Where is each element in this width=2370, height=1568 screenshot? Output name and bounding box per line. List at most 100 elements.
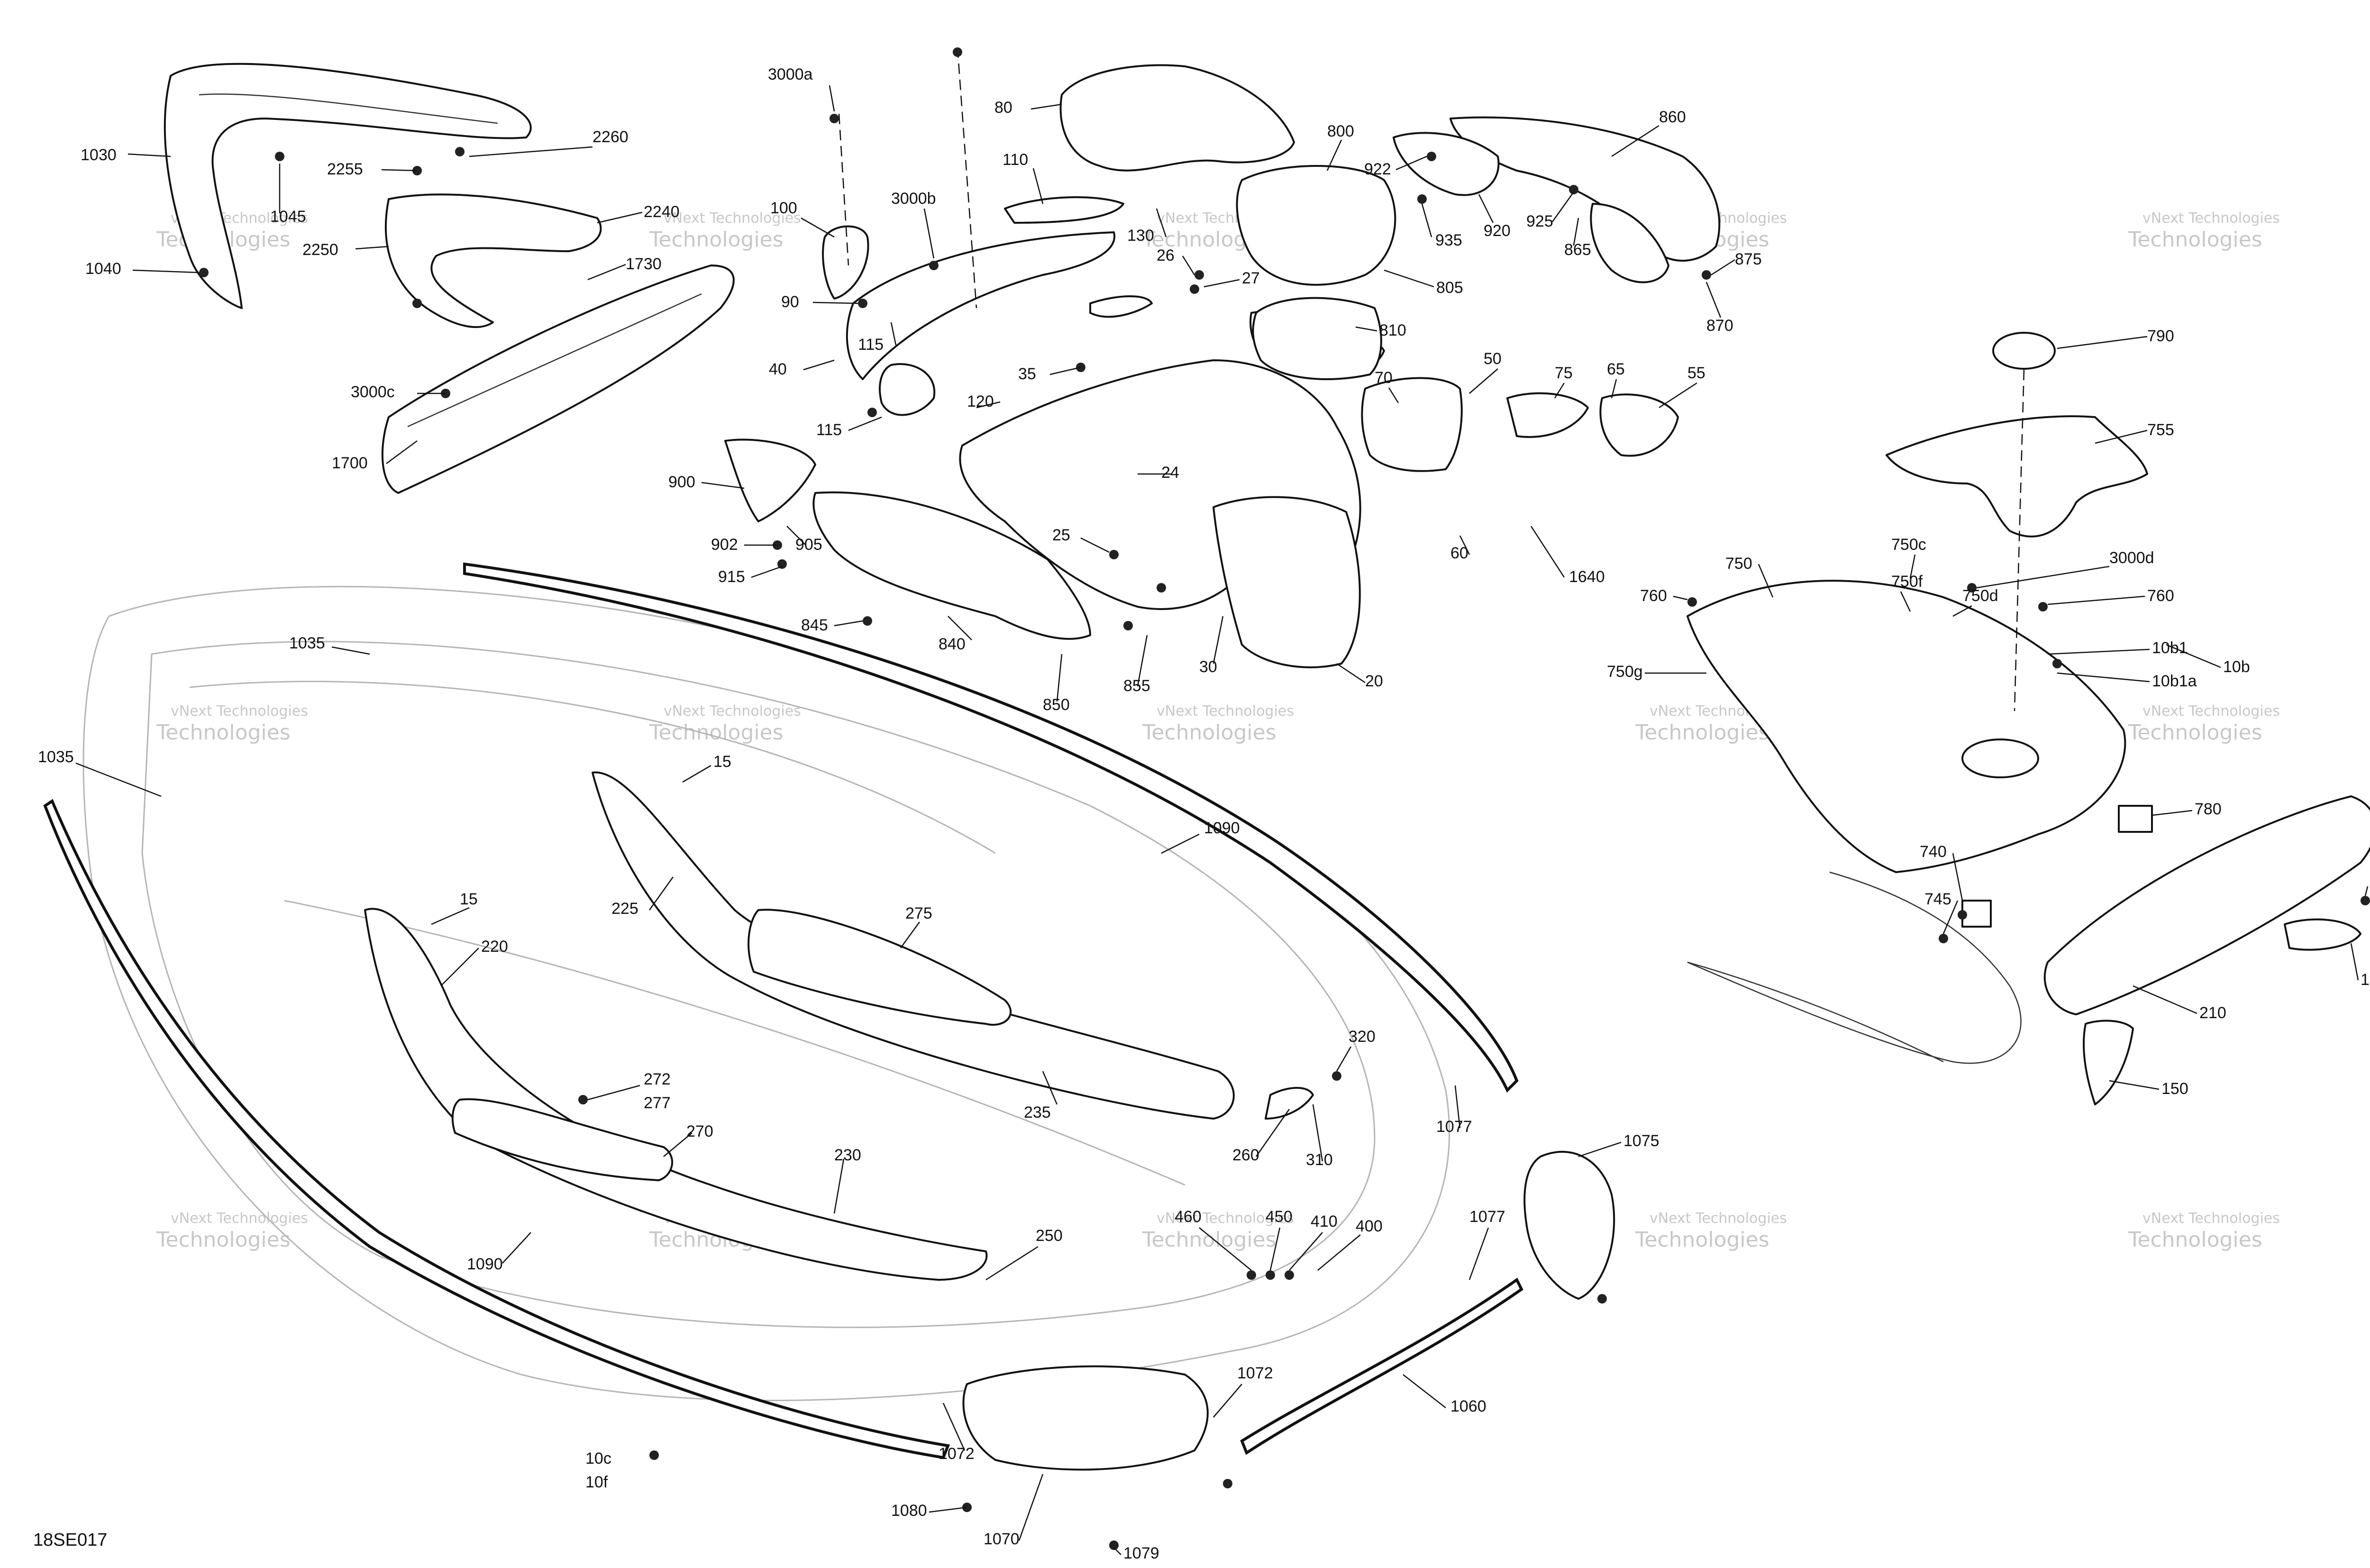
watermark-text: vNext Technologies [1157,703,1294,720]
watermark-text: Technologies [156,1228,291,1252]
callout-label: 760 [1640,587,1667,605]
callout-label: 1077 [1436,1118,1472,1136]
callout-label: 1070 [984,1530,1020,1548]
watermark-text: vNext Technologies [2142,210,2280,227]
callout-label: 1080 [891,1502,927,1520]
callout-label: 10c [585,1449,611,1468]
callout-label: 320 [1349,1028,1376,1046]
callout-label: 740 [1920,843,1947,861]
deck-pads [364,771,1615,1471]
callout-label: 15 [460,890,478,908]
callout-label: 3000b [891,190,936,208]
callout-label: 865 [1564,241,1591,259]
callout-label: 790 [2147,327,2174,345]
callout-label: 3000c [351,383,395,401]
callout-label: 860 [1659,108,1686,126]
callout-label: 90 [781,293,799,311]
callout-label: 922 [1364,160,1391,178]
callout-label: 275 [905,904,932,922]
callout-label: 35 [1018,365,1036,383]
callout-label: 850 [1043,696,1070,714]
callout-label: 750d [1962,587,1998,605]
callout-label: 27 [1242,269,1260,287]
callout-label: 2250 [302,241,338,259]
front-cover-group [164,63,735,494]
callout-label: 40 [769,360,787,378]
callout-label: 3000a [768,65,813,83]
callout-label: 845 [801,616,828,634]
callout-label: 745 [1924,890,1951,908]
callout-label: 1090 [1204,819,1240,837]
callout-label: 1060 [1450,1397,1486,1415]
callout-label: 810 [1379,321,1406,339]
callout-label: 1035 [38,748,74,766]
callout-label: 10b [2223,658,2250,676]
callout-label: 750c [1891,536,1926,554]
callout-label: 935 [1435,231,1462,249]
callout-label: 120 [967,392,994,410]
callout-label: 410 [1311,1212,1338,1231]
callout-label: 10f [585,1473,608,1491]
callout-label: 277 [644,1094,671,1112]
callout-label: 855 [1123,677,1150,695]
callout-label: 902 [711,536,738,554]
callout-label: 2260 [592,128,629,146]
watermark-text: Technologies [1142,720,1276,745]
callout-label: 1035 [289,634,325,652]
callout-label: 115 [858,336,884,354]
callout-label: 1072 [1237,1364,1273,1382]
callout-label: 1045 [270,208,306,226]
callout-label: 1040 [85,260,121,278]
callout-label: 2255 [327,160,363,178]
callout-label: 15 [713,753,731,771]
callout-label: 110 [1003,151,1028,169]
callout-label: 210 [2199,1004,2226,1022]
callout-label: 10b1 [2152,639,2188,657]
callout-label: 1730 [626,255,662,273]
watermark-text: vNext Technologies [2142,703,2280,720]
callout-label: 915 [718,568,745,586]
callout-label: 100 [770,199,797,217]
callout-label: 220 [481,938,508,956]
callout-label: 270 [686,1122,713,1140]
callout-label: 235 [1024,1103,1051,1121]
callout-label: 750g [1607,663,1643,681]
callout-label: 780 [2195,800,2222,818]
callout-label: 65 [1607,360,1625,378]
callout-label: 1090 [467,1255,503,1273]
callout-label: 750f [1891,573,1923,591]
callout-label: 900 [668,473,695,491]
watermark-text: Technologies [2128,1228,2262,1252]
watermark-text: Technologies [156,720,291,745]
callout-label: 25 [1052,526,1070,544]
callout-label: 70 [1375,369,1393,387]
trim-strips [43,562,1944,1459]
watermark-text: vNext Technologies [1157,1210,1294,1227]
callout-label: 750 [1725,555,1752,573]
watermark-text: Technologies [1635,1228,1769,1252]
watermark-text: vNext Technologies [1650,1210,1787,1227]
callout-label: 225 [611,900,638,918]
callout-label: 55 [1687,364,1705,382]
callout-label: 50 [1484,350,1502,368]
callout-label: 260 [1232,1146,1259,1164]
console-top-group [822,64,1396,416]
callout-label: 1640 [1569,568,1605,586]
callout-label: 20 [1365,672,1383,690]
callout-label: 3000d [2109,549,2154,567]
callout-label: 870 [1706,317,1733,335]
callout-label: 160 [2361,971,2370,989]
callout-label: 272 [644,1070,671,1088]
callout-label: 24 [1161,464,1179,482]
callout-label: 1700 [332,454,368,472]
callout-label: 10b1a [2152,672,2197,690]
callout-label: 920 [1484,222,1511,240]
callout-label: 26 [1157,246,1175,264]
callout-label: 400 [1356,1217,1383,1235]
watermark-text: vNext Technologies [171,1210,308,1227]
callout-label: 755 [2147,421,2174,439]
watermark-text: Technologies [2128,228,2262,252]
storage-bin-group [724,297,1679,668]
